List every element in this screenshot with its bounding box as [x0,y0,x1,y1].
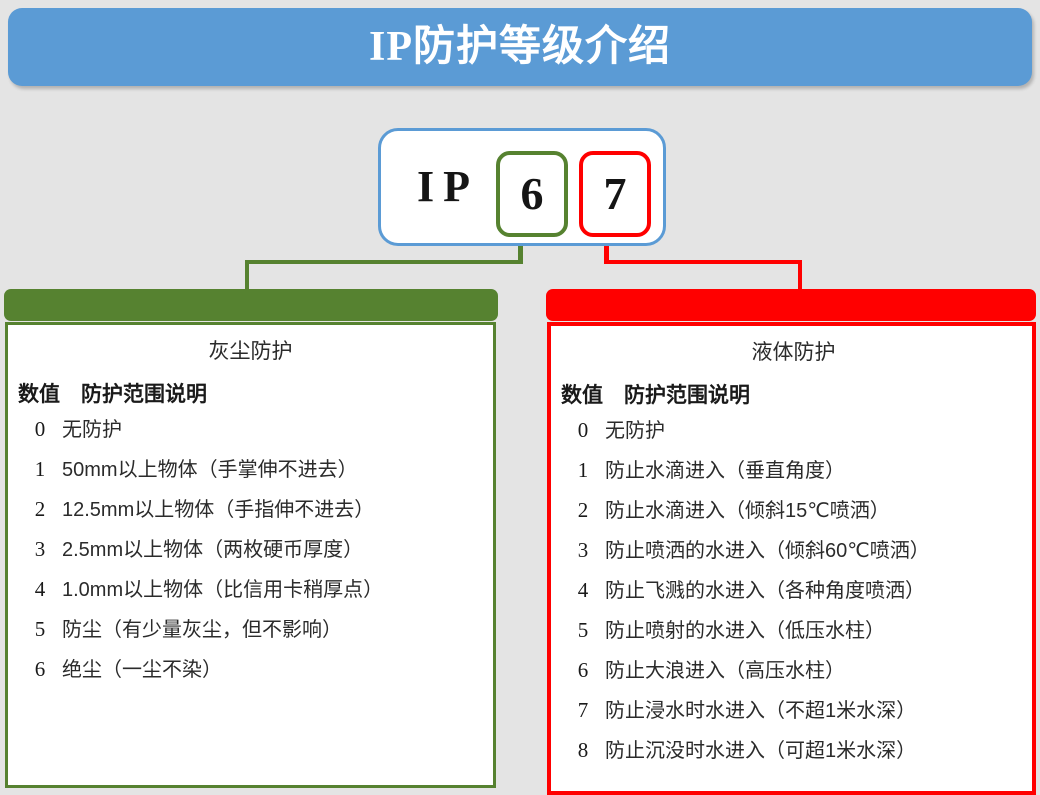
ip-solids-digit-box: 6 [496,151,568,237]
solids-row-value: 3 [34,537,46,561]
liquids-row-value: 3 [577,538,589,562]
liquids-row-value: 7 [577,698,589,722]
liquids-row-value: 5 [577,618,589,642]
solids-row-value: 4 [34,577,46,601]
table-row: 0 无防护 [18,419,483,459]
liquids-row-value: 0 [577,418,589,442]
table-row: 3 2.5mm以上物体（两枚硬币厚度） [18,539,483,579]
liquids-row-value: 2 [577,498,589,522]
table-row: 5 防尘（有少量灰尘，但不影响） [18,619,483,659]
table-row: 2 防止水滴进入（倾斜15℃喷洒） [561,500,1026,540]
solids-rows-list: 0 无防护 1 50mm以上物体（手掌伸不进去） 2 12.5mm以上物体（手指… [8,419,493,699]
solids-row-description: 防尘（有少量灰尘，但不影响） [62,619,342,641]
connector-solids-horizontal [245,260,523,264]
table-row: 1 防止水滴进入（垂直角度） [561,460,1026,500]
table-row: 5 防止喷射的水进入（低压水柱） [561,620,1026,660]
liquids-row-value: 8 [577,738,589,762]
liquids-column-header: 数值 防护范围说明 [561,384,750,407]
solids-row-description: 12.5mm以上物体（手指伸不进去） [62,499,375,521]
table-row: 6 防止大浪进入（高压水柱） [561,660,1026,700]
liquids-row-description: 防止喷洒的水进入（倾斜60℃喷洒） [605,540,930,562]
liquids-row-description: 防止飞溅的水进入（各种角度喷洒） [605,580,925,602]
liquids-panel-header-bar [546,289,1036,321]
ip-liquids-digit: 7 [603,168,627,219]
solids-row-description: 1.0mm以上物体（比信用卡稍厚点） [62,579,384,601]
table-row: 8 防止沉没时水进入（可超1米水深） [561,740,1026,780]
liquids-row-description: 防止水滴进入（倾斜15℃喷洒） [605,500,890,522]
ip-liquids-digit-box: 7 [579,151,651,237]
liquids-row-value: 1 [577,458,589,482]
ip-prefix-label: IP [417,162,479,211]
liquids-row-description: 防止喷射的水进入（低压水柱） [605,620,885,642]
liquids-row-value: 6 [577,658,589,682]
liquids-row-description: 防止大浪进入（高压水柱） [605,660,845,682]
solids-row-value: 5 [34,617,46,641]
solids-panel-title: 灰尘防护 [208,340,293,363]
solids-row-value: 1 [34,457,46,481]
table-row: 7 防止浸水时水进入（不超1米水深） [561,700,1026,740]
solids-row-description: 2.5mm以上物体（两枚硬币厚度） [62,539,364,561]
liquids-panel-title: 液体防护 [751,341,836,364]
table-row: 3 防止喷洒的水进入（倾斜60℃喷洒） [561,540,1026,580]
solids-row-value: 0 [34,417,46,441]
table-row: 2 12.5mm以上物体（手指伸不进去） [18,499,483,539]
liquids-row-description: 无防护 [605,420,665,442]
liquids-panel: 液体防护 数值 防护范围说明 0 无防护 1 防止水滴进入（垂直角度） 2 防止… [547,322,1036,795]
liquids-row-description: 防止沉没时水进入（可超1米水深） [605,740,917,762]
solids-row-value: 6 [34,657,46,681]
solids-panel: 灰尘防护 数值 防护范围说明 0 无防护 1 50mm以上物体（手掌伸不进去） … [5,322,496,788]
connector-liquids-horizontal [604,260,802,264]
table-row: 6 绝尘（一尘不染） [18,659,483,699]
ip-code-badge: IP 6 7 [378,128,666,246]
page-title: IP防护等级介绍 [368,24,671,70]
solids-row-description: 无防护 [62,419,122,441]
liquids-rows-list: 0 无防护 1 防止水滴进入（垂直角度） 2 防止水滴进入（倾斜15℃喷洒） 3… [551,420,1032,780]
table-row: 4 防止飞溅的水进入（各种角度喷洒） [561,580,1026,620]
table-row: 0 无防护 [561,420,1026,460]
table-row: 4 1.0mm以上物体（比信用卡稍厚点） [18,579,483,619]
solids-row-description: 绝尘（一尘不染） [62,659,222,681]
connector-liquids-vertical-bottom [798,260,802,292]
liquids-row-description: 防止水滴进入（垂直角度） [605,460,845,482]
connector-liquids-vertical-top [604,235,609,264]
table-row: 1 50mm以上物体（手掌伸不进去） [18,459,483,499]
liquids-row-value: 4 [577,578,589,602]
slide-title-banner: IP防护等级介绍 [8,8,1032,86]
liquids-row-description: 防止浸水时水进入（不超1米水深） [605,700,917,722]
ip-solids-digit: 6 [520,168,544,219]
solids-panel-header-bar [4,289,498,321]
connector-solids-vertical-top [518,233,523,264]
solids-row-description: 50mm以上物体（手掌伸不进去） [62,459,358,481]
solids-column-header: 数值 防护范围说明 [18,383,207,406]
solids-row-value: 2 [34,497,46,521]
connector-solids-vertical-bottom [245,260,249,292]
